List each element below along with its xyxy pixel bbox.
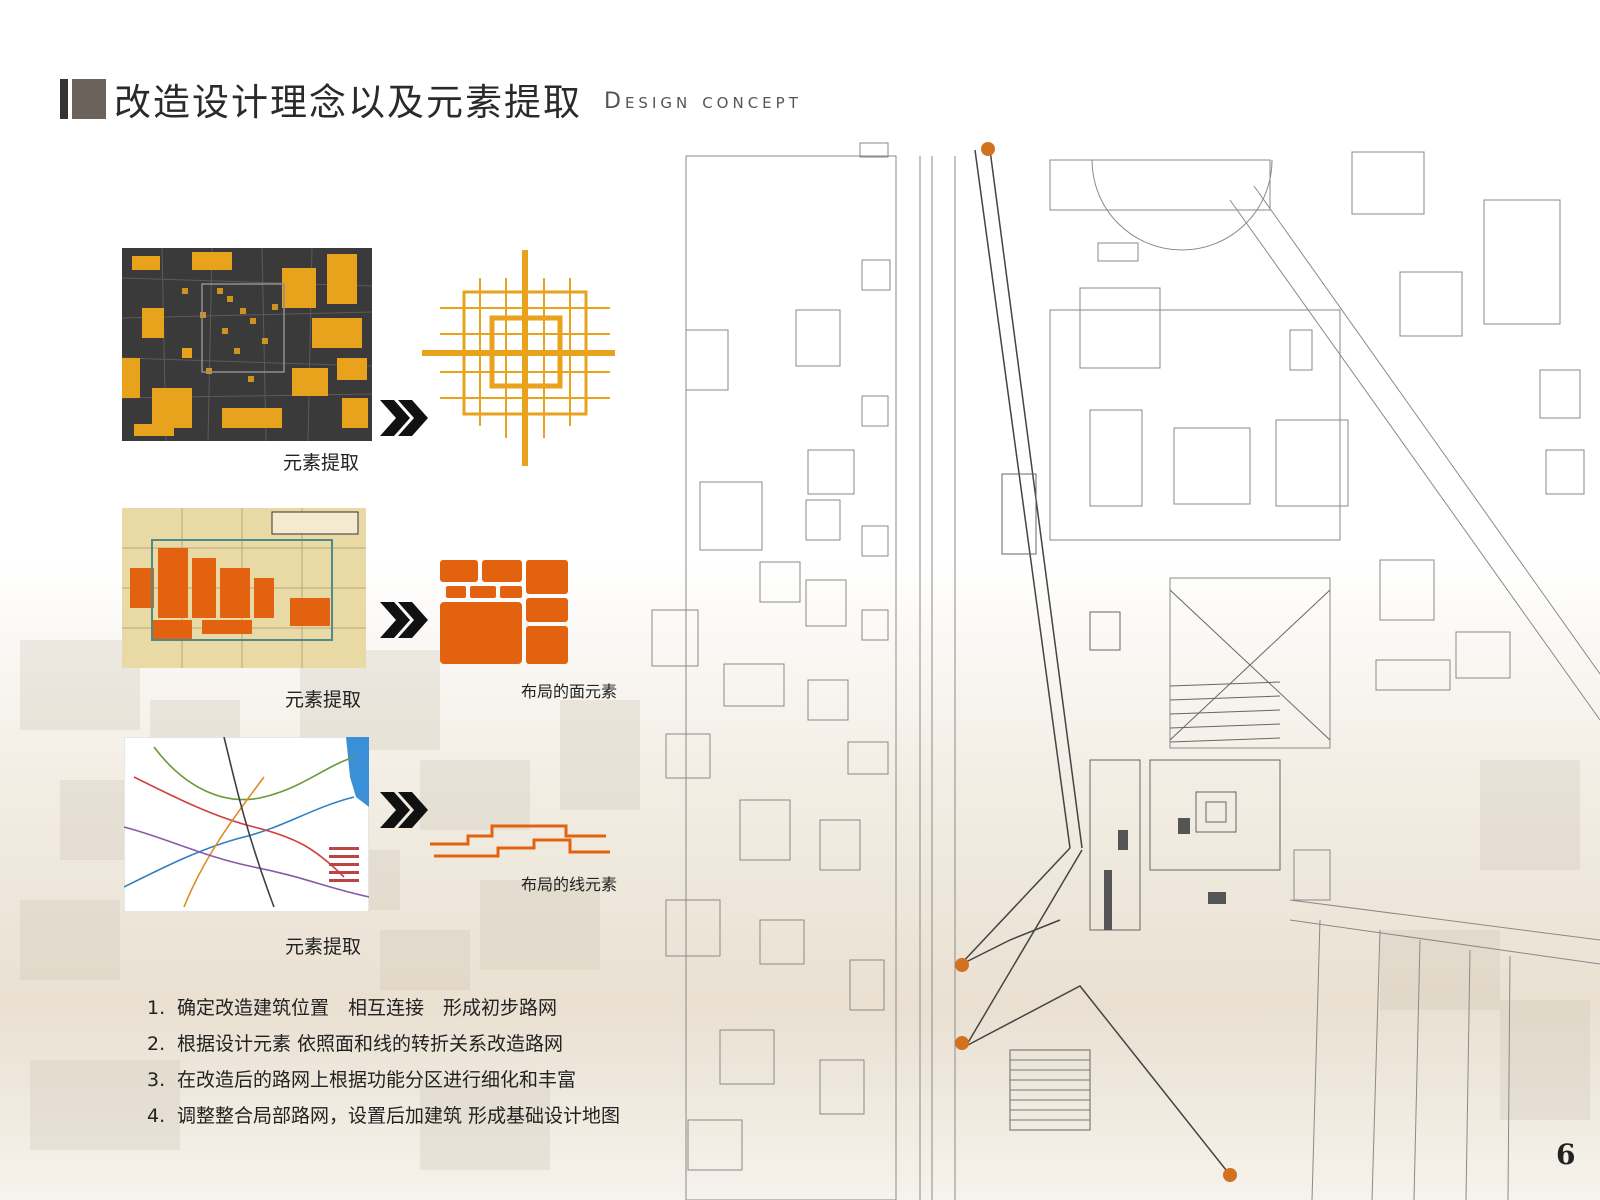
grid-element-graphic: [420, 248, 615, 472]
list-item: 2.根据设计元素 依照面和线的转折关系改造路网: [147, 1033, 564, 1055]
list-item: 4.调整整合局部路网，设置后加建筑 形成基础设计地图: [147, 1105, 621, 1127]
double-chevron-right-icon: [380, 398, 430, 442]
line-element-graphic: [430, 812, 610, 866]
row2-caption: 元素提取: [285, 689, 362, 711]
row1-caption: 元素提取: [283, 452, 360, 474]
page-number: 6: [1556, 1138, 1576, 1171]
list-item: 1.确定改造建筑位置 相互连接 形成初步路网: [147, 997, 558, 1019]
page-title: 改造设计理念以及元素提取: [114, 81, 582, 124]
list-item: 3.在改造后的路网上根据功能分区进行细化和丰富: [147, 1069, 577, 1091]
city-map-image: [122, 248, 372, 441]
design-steps-list: 1.确定改造建筑位置 相互连接 形成初步路网 2.根据设计元素 依照面和线的转折…: [147, 990, 620, 1134]
surface-element-label: 布局的面元素: [521, 682, 618, 701]
railway-map-image: [124, 737, 369, 912]
surface-element-graphic: [440, 560, 575, 670]
row3-caption: 元素提取: [285, 936, 362, 958]
double-chevron-right-icon: [380, 790, 430, 834]
line-element-label: 布局的线元素: [521, 875, 618, 894]
historic-map-image: [122, 508, 366, 668]
double-chevron-right-icon: [380, 600, 430, 644]
page-subtitle: Design concept: [604, 88, 802, 114]
page-header: 改造设计理念以及元素提取 Design concept: [60, 74, 802, 124]
header-bar-icon: [60, 79, 68, 119]
header-block-icon: [72, 79, 106, 119]
